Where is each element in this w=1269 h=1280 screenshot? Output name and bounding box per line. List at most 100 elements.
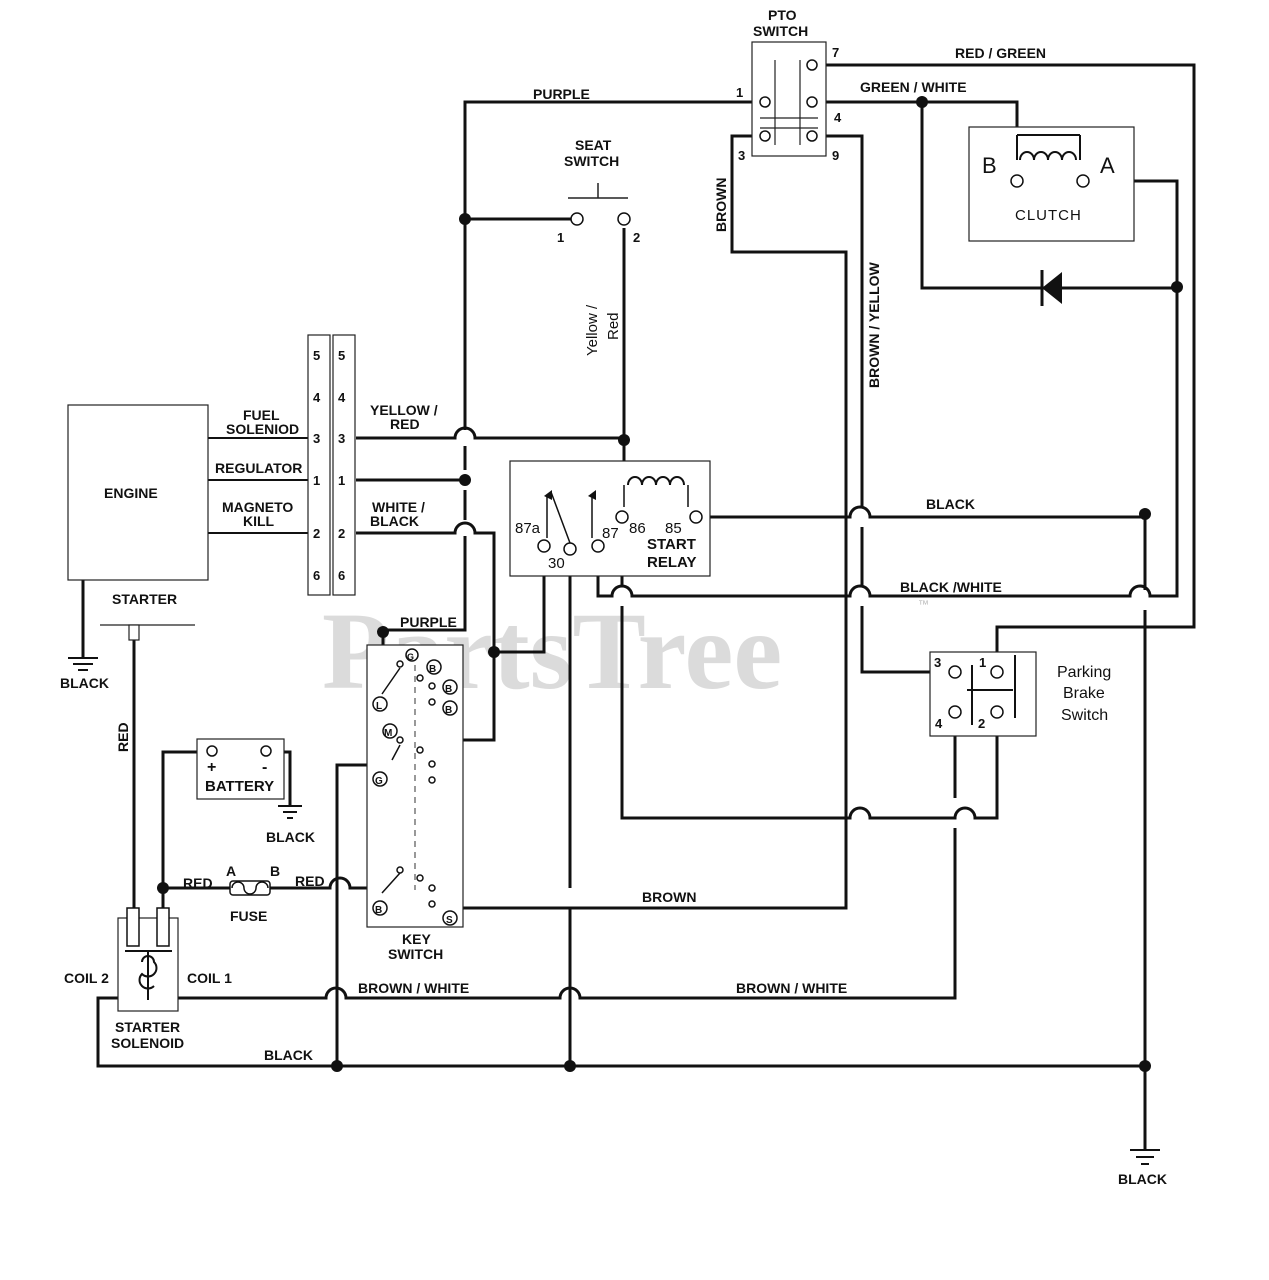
svg-text:BLACK: BLACK (926, 496, 975, 512)
svg-text:KEY: KEY (402, 931, 431, 947)
svg-text:87: 87 (602, 525, 619, 542)
svg-text:COIL 2: COIL 2 (64, 970, 109, 986)
svg-text:87a: 87a (515, 520, 541, 537)
svg-text:SOLENOID: SOLENOID (111, 1035, 184, 1051)
svg-text:A: A (1100, 153, 1115, 178)
svg-text:BLACK /WHITE: BLACK /WHITE (900, 579, 1002, 595)
regulator-label: REGULATOR (215, 460, 302, 476)
svg-text:M: M (384, 728, 392, 739)
magneto-label: MAGNETO (222, 499, 293, 515)
svg-text:5: 5 (313, 348, 320, 363)
svg-text:3: 3 (738, 148, 745, 163)
svg-text:PTO: PTO (768, 7, 797, 23)
svg-text:SEAT: SEAT (575, 137, 612, 153)
engine: ENGINE STARTER (67, 404, 209, 641)
svg-text:BATTERY: BATTERY (205, 778, 274, 795)
parking-brake-switch: 3 1 4 2 Parking Brake Switch (929, 651, 1111, 737)
svg-text:4: 4 (935, 716, 943, 731)
svg-text:-: - (262, 759, 267, 776)
svg-text:BLACK: BLACK (1118, 1171, 1167, 1187)
svg-text:BROWN / WHITE: BROWN / WHITE (358, 980, 469, 996)
junctions (157, 96, 1183, 1072)
svg-text:START: START (647, 536, 696, 553)
svg-text:YELLOW /: YELLOW / (370, 402, 438, 418)
svg-text:BROWN: BROWN (713, 178, 729, 232)
svg-text:1: 1 (338, 473, 345, 488)
svg-text:BROWN / WHITE: BROWN / WHITE (736, 980, 847, 996)
svg-text:9: 9 (832, 148, 839, 163)
battery: + - BATTERY (196, 738, 285, 800)
svg-text:B: B (375, 905, 382, 916)
svg-text:5: 5 (338, 348, 345, 363)
diode (1040, 270, 1062, 306)
svg-text:1: 1 (313, 473, 320, 488)
start-relay: 87a 30 87 86 85 START RELAY (509, 460, 711, 577)
svg-text:+: + (207, 759, 216, 776)
svg-text:6: 6 (338, 568, 345, 583)
svg-text:L: L (376, 701, 382, 712)
svg-text:BLACK: BLACK (264, 1047, 313, 1063)
svg-text:2: 2 (338, 526, 345, 541)
wire-labels: BLACK BLACK BLACK BLACK BLACK BLACK /WHI… (60, 45, 1167, 1187)
svg-text:2: 2 (313, 526, 320, 541)
engine-label: ENGINE (104, 485, 158, 501)
svg-text:B: B (982, 153, 997, 178)
svg-text:85: 85 (665, 520, 682, 537)
svg-text:RELAY: RELAY (647, 554, 696, 571)
seat-switch: SEAT SWITCH 1 2 (557, 137, 640, 245)
svg-text:1: 1 (557, 230, 564, 245)
svg-text:BROWN: BROWN (642, 889, 696, 905)
svg-text:RED: RED (183, 875, 213, 891)
svg-text:1: 1 (979, 655, 986, 670)
svg-text:7: 7 (832, 45, 839, 60)
svg-text:3: 3 (934, 655, 941, 670)
svg-text:Switch: Switch (1061, 707, 1108, 724)
svg-text:COIL 1: COIL 1 (187, 970, 232, 986)
svg-text:CLUTCH: CLUTCH (1015, 207, 1082, 224)
starter-label: STARTER (112, 591, 177, 607)
svg-text:RED: RED (390, 416, 420, 432)
svg-text:6: 6 (313, 568, 320, 583)
svg-text:86: 86 (629, 520, 646, 537)
magneto-label-2: KILL (243, 513, 275, 529)
svg-text:G: G (407, 652, 414, 662)
starter-solenoid: COIL 2 COIL 1 STARTER SOLENOID (64, 907, 232, 1051)
svg-text:WHITE /: WHITE / (372, 499, 425, 515)
svg-text:B: B (429, 664, 436, 675)
svg-text:4: 4 (338, 390, 346, 405)
svg-text:PURPLE: PURPLE (533, 86, 590, 102)
pto-switch: PTO SWITCH 7 1 4 3 9 (736, 7, 842, 163)
svg-text:BLACK: BLACK (266, 829, 315, 845)
svg-text:1: 1 (736, 85, 743, 100)
svg-text:BLACK: BLACK (60, 675, 109, 691)
svg-text:FUSE: FUSE (230, 908, 267, 924)
svg-text:2: 2 (978, 716, 985, 731)
svg-text:Brake: Brake (1063, 685, 1105, 702)
svg-text:A: A (226, 863, 236, 879)
svg-text:Yellow /: Yellow / (584, 304, 601, 356)
svg-text:STARTER: STARTER (115, 1019, 180, 1035)
svg-text:G: G (375, 776, 383, 787)
svg-text:B: B (270, 863, 280, 879)
key-switch: G B B B L M G B S KEY SWITCH (366, 644, 464, 962)
fuel-solenoid-label-2: SOLENIOD (226, 421, 299, 437)
svg-text:Parking: Parking (1057, 664, 1111, 681)
svg-text:SWITCH: SWITCH (564, 153, 619, 169)
svg-text:GREEN / WHITE: GREEN / WHITE (860, 79, 967, 95)
svg-text:Red: Red (605, 312, 622, 340)
svg-text:S: S (446, 915, 453, 926)
svg-text:3: 3 (313, 431, 320, 446)
svg-text:RED: RED (115, 722, 131, 752)
svg-text:RED: RED (295, 873, 325, 889)
svg-text:BROWN / YELLOW: BROWN / YELLOW (866, 261, 882, 388)
svg-text:B: B (445, 705, 452, 716)
engine-connector: FUEL SOLENIOD REGULATOR MAGNETO KILL 5 4… (215, 334, 356, 596)
svg-text:4: 4 (313, 390, 321, 405)
svg-text:RED / GREEN: RED / GREEN (955, 45, 1046, 61)
fuse: A B FUSE (226, 863, 280, 924)
svg-text:BLACK: BLACK (370, 513, 419, 529)
svg-text:30: 30 (548, 555, 565, 572)
svg-text:SWITCH: SWITCH (388, 946, 443, 962)
fuel-solenoid-label: FUEL (243, 407, 280, 423)
